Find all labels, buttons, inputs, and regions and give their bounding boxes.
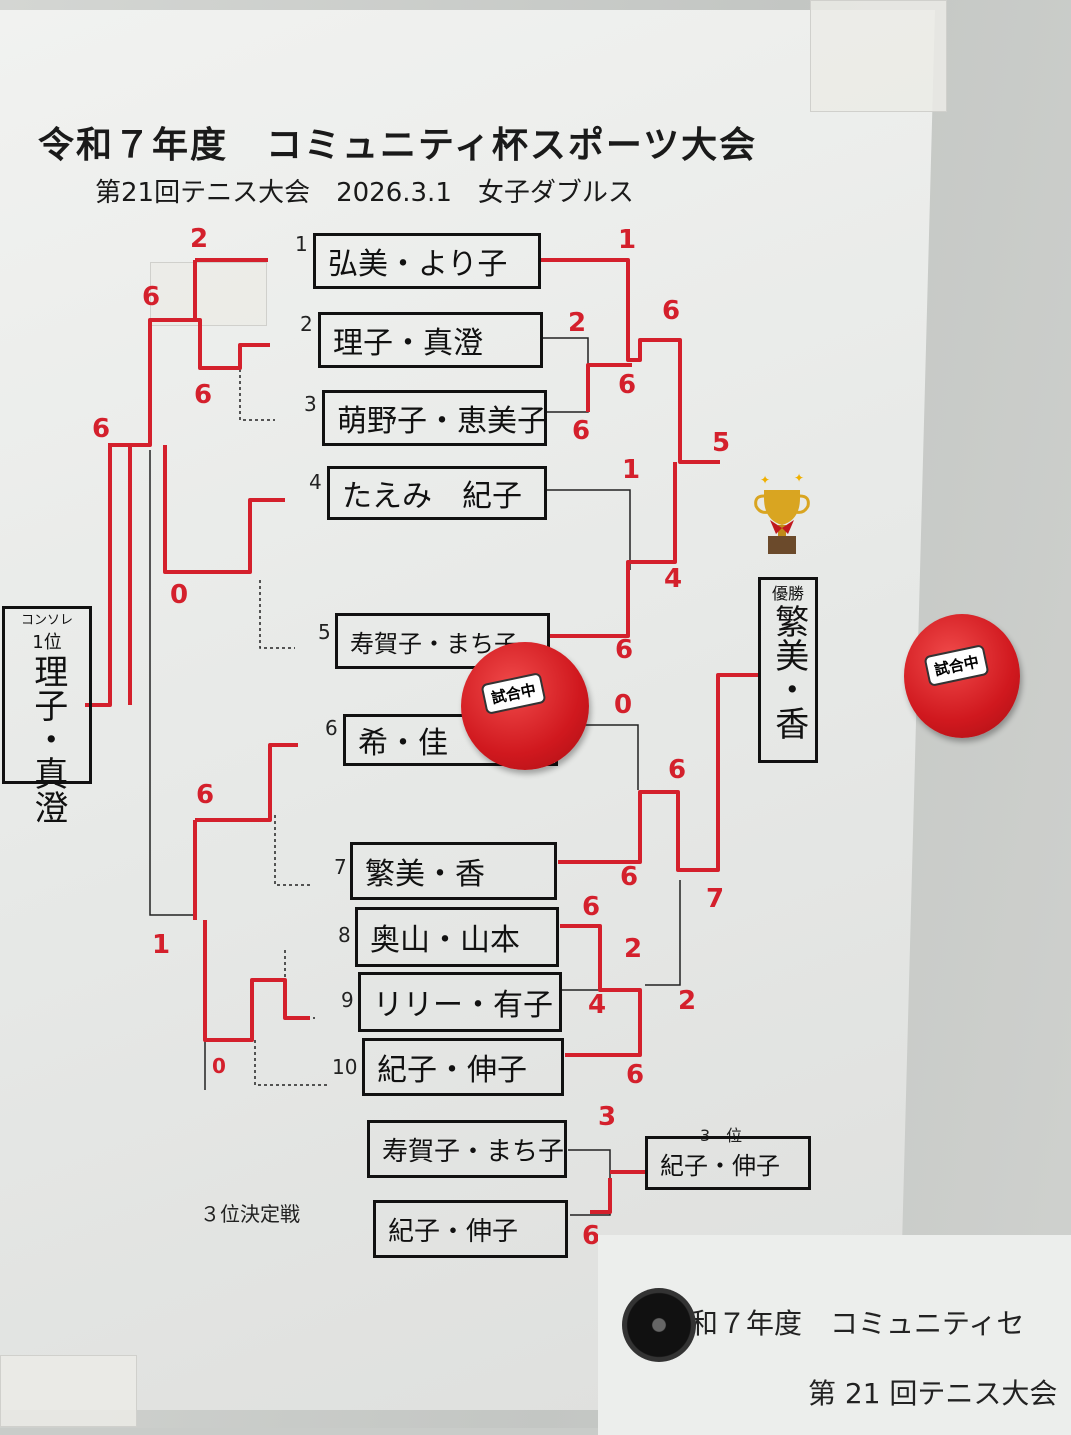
- bracket-line: [546, 489, 631, 570]
- consolation-rank: 1位: [32, 632, 62, 653]
- second-poster-title: 和７年度 コミュニティセ: [690, 1307, 1025, 1340]
- tape: [810, 0, 947, 112]
- bracket-line: [284, 950, 315, 1019]
- entry-box: リリー・有子: [358, 972, 562, 1032]
- entry-box: たえみ 紀子: [327, 466, 547, 520]
- score: 7: [706, 884, 725, 914]
- tape: [150, 262, 267, 326]
- tape: [0, 1355, 137, 1427]
- bracket-line: [254, 1040, 330, 1086]
- score: 6: [626, 1060, 645, 1090]
- third-place-entry: 紀子・伸子: [373, 1200, 568, 1258]
- score: 1: [618, 225, 637, 255]
- consolation-label: コンソレ: [20, 613, 73, 628]
- seed-number: 8: [338, 923, 351, 947]
- score: 6: [620, 862, 639, 892]
- score: 6: [662, 296, 681, 326]
- third-place-entry: 寿賀子・まち子: [367, 1120, 567, 1178]
- score: 6: [142, 282, 161, 312]
- winner-path: [540, 258, 720, 464]
- winner-path: [150, 318, 270, 370]
- svg-text:✦: ✦: [794, 471, 804, 485]
- bracket-line: [645, 880, 681, 986]
- seed-number: 5: [318, 620, 331, 644]
- score: 6: [582, 892, 601, 922]
- consolation-name: 理子・真澄: [27, 654, 68, 824]
- winner-path: [560, 924, 642, 1057]
- score: 0: [614, 690, 633, 720]
- champion-name: 繁美・香: [768, 604, 809, 740]
- score: 0: [170, 580, 189, 610]
- winner-path: [590, 1178, 612, 1214]
- champion-box: 優勝 繁美・香: [758, 577, 818, 763]
- score: 2: [190, 224, 209, 254]
- in-progress-label: 試合中: [923, 643, 990, 688]
- third-place-label: 3 位: [700, 1126, 743, 1145]
- bracket-line: [568, 1149, 611, 1216]
- score: 2: [624, 934, 643, 964]
- seed-number: 4: [309, 470, 322, 494]
- bracket-line: [560, 940, 601, 991]
- score: 1: [622, 455, 641, 485]
- score: 4: [664, 564, 683, 594]
- seed-number: 2: [300, 312, 313, 336]
- svg-text:✦: ✦: [760, 473, 770, 487]
- seed-number: 9: [341, 988, 354, 1012]
- winner-path: [558, 673, 758, 872]
- winner-path: [548, 462, 677, 638]
- entry-box: 紀子・伸子: [362, 1038, 564, 1096]
- bracket-line: [259, 580, 295, 649]
- score: 6: [582, 1221, 601, 1251]
- second-poster-subtitle: 第 21 回テニス大会: [808, 1377, 1058, 1410]
- seed-number: 3: [304, 392, 317, 416]
- score: 6: [92, 414, 111, 444]
- score: 6: [615, 635, 634, 665]
- winner-path: [163, 445, 285, 574]
- score: 6: [194, 380, 213, 410]
- entry-box: 萌野子・恵美子: [322, 390, 547, 446]
- score: 6: [572, 416, 591, 446]
- score: 2: [568, 308, 587, 338]
- score: 6: [668, 755, 687, 785]
- in-progress-magnet: 試合中: [904, 614, 1020, 738]
- seed-number: 10: [332, 1055, 358, 1079]
- score: 4: [588, 990, 607, 1020]
- in-progress-magnet: 試合中: [461, 642, 589, 770]
- score: 5: [712, 428, 731, 458]
- consolation-box: コンソレ 1位 理子・真澄: [2, 606, 92, 824]
- winner-path: [85, 258, 268, 707]
- score: 1: [152, 930, 171, 960]
- trophy-icon: ✦✦: [754, 471, 810, 554]
- magnet: [622, 1288, 696, 1362]
- entry-box: 繁美・香: [350, 842, 557, 900]
- seed-number: 7: [334, 855, 347, 879]
- entry-box: 弘美・より子: [313, 233, 541, 289]
- in-progress-label: 試合中: [480, 671, 547, 716]
- score: 2: [678, 986, 697, 1016]
- third-place-winner: 紀子・伸子: [645, 1136, 811, 1190]
- bracket-line: [239, 345, 275, 421]
- winner-path: [195, 743, 298, 822]
- winner-path: [193, 820, 310, 1042]
- winner-path: [586, 363, 632, 412]
- bracket-line: [274, 815, 310, 886]
- score: 6: [618, 370, 637, 400]
- score: 6: [196, 780, 215, 810]
- score: 3: [598, 1102, 617, 1132]
- winner-path: [108, 443, 132, 705]
- seed-number: 1: [295, 232, 308, 256]
- score: 0: [212, 1054, 226, 1078]
- entry-box: 理子・真澄: [318, 312, 543, 368]
- seed-number: 6: [325, 716, 338, 740]
- poster-subtitle: 第21回テニス大会 2026.3.1 女子ダブルス: [95, 178, 634, 208]
- bracket-line: [540, 337, 589, 413]
- poster-title: 令和７年度 コミュニティ杯スポーツ大会: [38, 125, 758, 166]
- third-place-match-label: ３位決定戦: [200, 1202, 300, 1226]
- champion-label: 優勝: [771, 584, 804, 603]
- bracket-line: [149, 450, 195, 916]
- entry-box: 奥山・山本: [355, 907, 559, 967]
